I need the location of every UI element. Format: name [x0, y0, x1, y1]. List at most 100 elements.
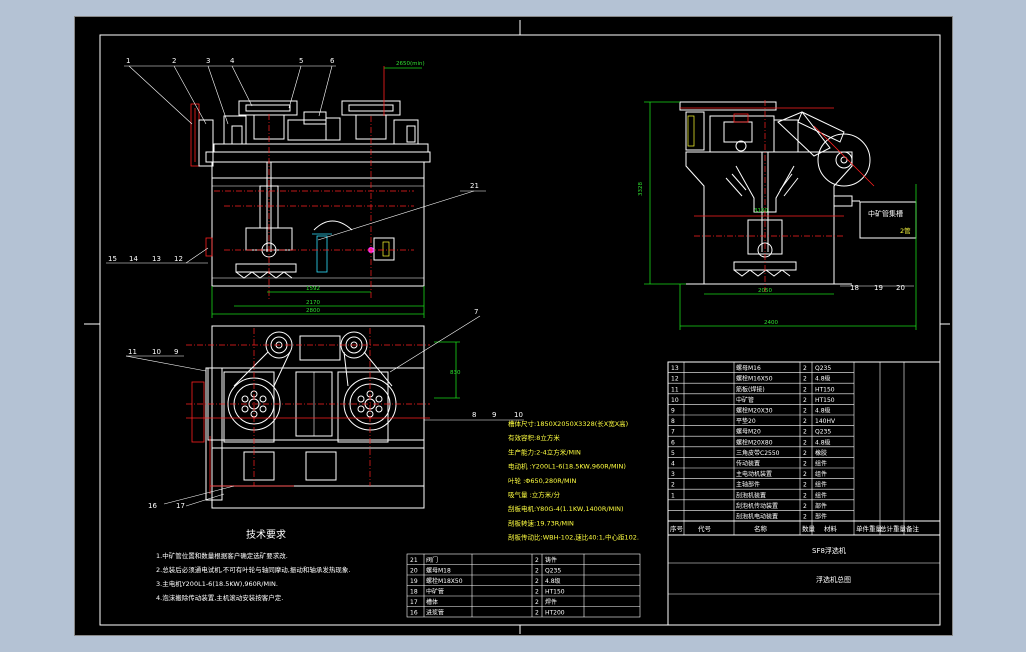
bom-qty: 2: [803, 482, 807, 489]
specification-list: 槽体尺寸:1850X2050X3328(长X宽X高)有效容积:8立方米生产能力:…: [508, 419, 639, 542]
balloon-19: 19: [874, 284, 883, 292]
bom-name: 三角皮带C2550: [736, 449, 780, 457]
balloon-6: 6: [330, 57, 335, 65]
plan-callouts: 11 10 9 8 9 10 7 16 17: [125, 308, 524, 510]
bom-no: 4: [671, 461, 675, 468]
bom-header-2: 名称: [754, 524, 768, 533]
balloon-4: 4: [230, 57, 235, 65]
bom-qty: 2: [803, 386, 807, 393]
balloon-16: 16: [148, 502, 157, 510]
bom-lower-no: 21: [410, 557, 418, 564]
bom-no: 3: [671, 471, 675, 478]
bom-lower-material: HT150: [545, 589, 565, 596]
dim-top-elevation: 2650(min): [396, 61, 425, 67]
bom-material: 组件: [815, 470, 827, 478]
bom-lower-name: 进浆管: [426, 609, 444, 617]
bom-material: 部件: [815, 513, 827, 521]
bom-lower-material: 4.8级: [545, 577, 561, 585]
bom-no: 2: [671, 482, 675, 489]
tech-req-line: 4.泡沫搬除传动装置,主机滚动安装按客户定.: [156, 593, 283, 602]
bom-name: 螺母M16: [736, 364, 761, 372]
bom-lower-no: 16: [410, 610, 418, 617]
drawing-canvas: .w{stroke:#ffffff;stroke-width:1;fill:no…: [74, 16, 953, 636]
balloon-2: 2: [172, 57, 176, 65]
bom-no: 9: [671, 408, 675, 415]
bom-name: 螺栓M20X30: [736, 407, 773, 415]
bom-name: 螺母M20: [736, 428, 761, 436]
balloon-10b: 10: [514, 411, 523, 419]
bom-lower-no: 18: [410, 589, 418, 596]
side-dimensions: 3328 2050 2400 3100 18 19 20: [638, 101, 917, 330]
bom-no: 6: [671, 439, 675, 446]
bom-name: 螺栓M16X50: [736, 375, 773, 383]
bom-material: Q235: [815, 429, 831, 436]
bom-lower-qty: 2: [535, 568, 539, 575]
balloon-13: 13: [152, 255, 161, 263]
balloon-9a: 9: [174, 348, 178, 356]
spec-line: 槽体尺寸:1850X2050X3328(长X宽X高): [508, 419, 628, 428]
spec-line: 有效容积:8立方米: [508, 433, 560, 442]
bom-qty: 2: [803, 365, 807, 372]
bom-name: 筋板(焊接): [736, 385, 765, 393]
title-block: SF8浮选机 浮选机总图: [667, 534, 941, 626]
side-elevation-view: 中矿管集槽 2管: [679, 100, 917, 292]
tech-req-line: 2.总装后必须通电试机,不可有叶轮与轴同摩动,振动和轴承发热现象.: [156, 565, 350, 574]
bom-no: 11: [671, 386, 679, 393]
bom-lower-name: 螺栓M18X50: [426, 577, 463, 585]
plan-view: 830: [186, 325, 461, 509]
dim-side-2050: 2050: [758, 288, 772, 294]
tech-req-line: 3.主电机Y200L1-6(18.5KW),960R/MIN.: [156, 579, 278, 588]
front-callouts: 1 2 3 4 5 6 15 14 13 12 21: [106, 57, 486, 264]
balloon-1: 1: [126, 57, 130, 65]
balloon-12: 12: [174, 255, 183, 263]
bom-qty: 2: [803, 429, 807, 436]
bom-lower-material: 铸件: [545, 556, 557, 564]
bom-lower-qty: 2: [535, 557, 539, 564]
bom-qty: 2: [803, 397, 807, 404]
bom-qty: 2: [803, 514, 807, 521]
dim-front-2800: 2800: [306, 308, 320, 314]
bom-material: 4.8级: [815, 375, 831, 383]
bom-lower-name: 中矿管: [426, 588, 444, 596]
spec-line: 吸气量 :立方米/分: [508, 490, 560, 499]
bom-lower-name: 螺母M18: [426, 567, 451, 575]
balloon-10a: 10: [152, 348, 161, 356]
spec-line: 电动机 :Y200L1-6(18.5KW,960R/MIN): [508, 462, 626, 471]
balloon-7: 7: [474, 308, 478, 316]
balloon-20: 20: [896, 284, 905, 292]
callout-middlings-trough: 中矿管集槽: [868, 209, 903, 218]
bom-name: 刮泡机装置: [736, 491, 766, 499]
bom-material: 组件: [815, 460, 827, 468]
bom-lower-qty: 2: [535, 589, 539, 596]
bom-lower-no: 19: [410, 578, 418, 585]
bom-material: Q235: [815, 365, 831, 372]
bom-lower-qty: 2: [535, 578, 539, 585]
balloon-3: 3: [206, 57, 210, 65]
bom-no: 13: [671, 365, 679, 372]
bom-no: 1: [671, 492, 675, 499]
bom-no: 8: [671, 418, 675, 425]
bom-material: 组件: [815, 481, 827, 489]
bom-no: 5: [671, 450, 675, 457]
dim-side-3100: 3100: [754, 208, 768, 214]
bom-name: 传动装置: [736, 460, 760, 468]
bom-lower-qty: 2: [535, 610, 539, 617]
balloon-5: 5: [299, 57, 303, 65]
tech-req-title: 技术要求: [246, 528, 286, 541]
bom-header-5: 单件重量: [856, 524, 883, 533]
spec-line: 叶轮 :Φ650,280R/MIN: [508, 476, 576, 485]
dim-side-2400: 2400: [764, 320, 778, 326]
bom-qty: 2: [803, 461, 807, 468]
balloon-17: 17: [176, 502, 185, 510]
bom-name: 中矿管: [736, 396, 754, 404]
bom-qty: 2: [803, 503, 807, 510]
bom-lower-no: 20: [410, 568, 418, 575]
bom-lower-material: 焊件: [545, 598, 557, 606]
bom-name: 主轴部件: [736, 481, 760, 489]
bom-qty: 2: [803, 471, 807, 478]
bom-lower-no: 17: [410, 599, 418, 606]
bom-material: 4.8级: [815, 407, 831, 415]
tech-req-line: 1.中矿管位置和数量根据客户确定选矿要求改.: [156, 551, 288, 560]
